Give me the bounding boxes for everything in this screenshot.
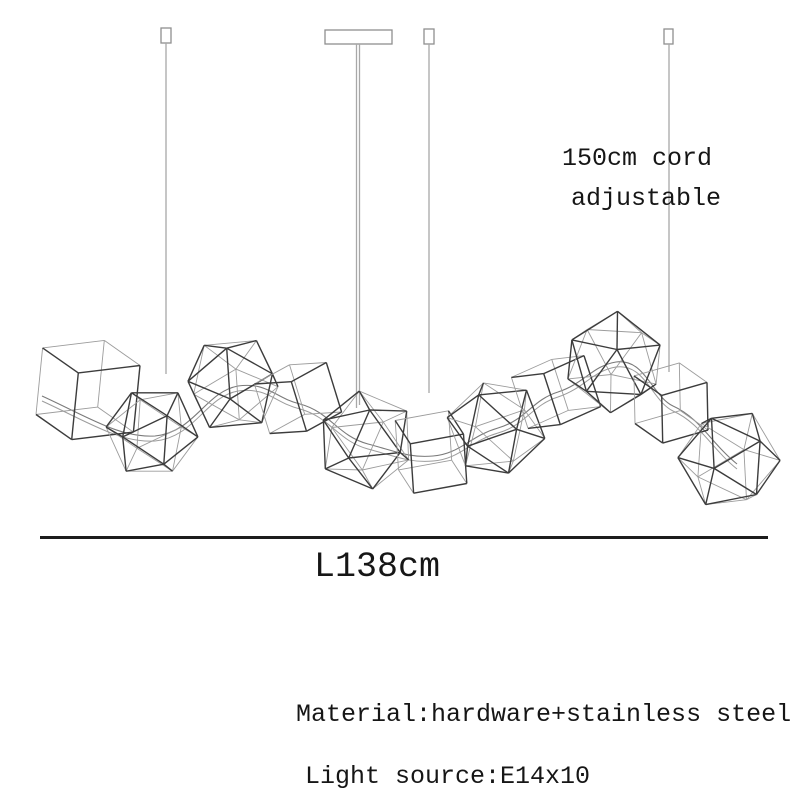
light-source-spec-text: Light source:E14x10 — [305, 762, 591, 791]
wireframe-polyhedra — [35, 310, 781, 506]
dimension-line — [40, 536, 768, 539]
ceiling-mount-right — [663, 28, 674, 45]
chandelier-line-drawing — [35, 27, 781, 506]
ceiling-mount-left — [160, 27, 172, 44]
cord-note-line1: 150cm cord — [562, 144, 713, 173]
ceiling-canopy — [324, 29, 393, 45]
material-spec-text: Material:hardware+stainless steel — [296, 700, 792, 729]
cord-note-line2: adjustable — [571, 184, 722, 213]
ceiling-mount-mid — [423, 28, 435, 45]
length-dimension-label: L138cm — [314, 547, 441, 587]
